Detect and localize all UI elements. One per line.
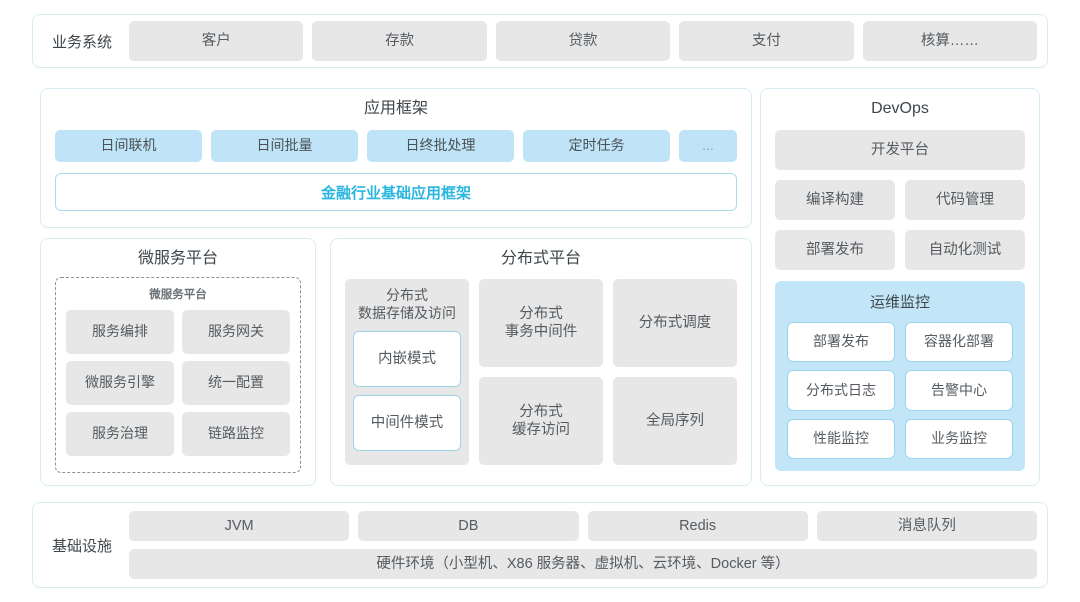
distributed-cache-access-line1: 分布式 [519, 403, 563, 420]
devops-item-compile-build[interactable]: 编译构建 [775, 180, 895, 220]
infrastructure-item-message-queue[interactable]: 消息队列 [816, 511, 1037, 541]
distributed-platform-grid: 分布式 数据存储及访问 内嵌模式 中间件模式 分布式 事务中间件 [345, 279, 737, 465]
infrastructure-item-jvm[interactable]: JVM [129, 511, 350, 541]
business-systems-label: 业务系统 [51, 33, 112, 51]
ops-item-alert-center[interactable]: 告警中心 [905, 370, 1013, 411]
ops-monitoring-title: 运维监控 [869, 294, 930, 311]
distributed-platform-title: 分布式平台 [500, 250, 581, 267]
storage-mode-middleware[interactable]: 中间件模式 [353, 394, 461, 451]
infrastructure-item-redis[interactable]: Redis [587, 511, 808, 541]
devops-development-platform[interactable]: 开发平台 [775, 130, 1025, 170]
microservice-platform-inner-title: 微服务平台 [149, 289, 207, 301]
business-system-customer[interactable]: 客户 [129, 21, 304, 61]
left-column: 应用框架 日间联机 日间批量 日终批处理 定时任务 ... 金融行业基础应用框架… [40, 88, 752, 486]
middle-layer: 应用框架 日间联机 日间批量 日终批处理 定时任务 ... 金融行业基础应用框架… [32, 88, 1048, 486]
ops-item-business-monitor[interactable]: 业务监控 [905, 418, 1013, 459]
infrastructure-panel: 基础设施 JVM DB Redis 消息队列 硬件环境（小型机、X86 服务器、… [32, 502, 1048, 588]
distributed-cache-access-line2: 缓存访问 [512, 422, 570, 438]
devops-panel: DevOps 开发平台 编译构建 代码管理 部署发布 自动化测试 运维监控 部署… [760, 88, 1040, 486]
infrastructure-label: 基础设施 [51, 537, 112, 555]
infrastructure-tiles: JVM DB Redis 消息队列 [129, 511, 1037, 541]
devops-item-deploy-release[interactable]: 部署发布 [775, 230, 895, 270]
distributed-data-storage-title: 分布式 数据存储及访问 [353, 287, 461, 323]
devops-grid: 编译构建 代码管理 部署发布 自动化测试 [775, 180, 1025, 270]
app-framework-item-scheduled-task[interactable]: 定时任务 [523, 130, 670, 162]
infrastructure-item-db[interactable]: DB [358, 511, 579, 541]
microservice-item-unified-config[interactable]: 统一配置 [182, 361, 290, 405]
devops-item-code-management[interactable]: 代码管理 [905, 180, 1025, 220]
microservice-item-service-orchestration[interactable]: 服务编排 [66, 310, 174, 354]
microservice-item-tracing-monitor[interactable]: 链路监控 [182, 412, 290, 456]
distributed-platform-column-3: 分布式调度 全局序列 [613, 279, 737, 465]
distributed-transaction-middleware-line2: 事务中间件 [504, 324, 578, 340]
storage-mode-embedded[interactable]: 内嵌模式 [353, 330, 461, 387]
ops-item-distributed-log[interactable]: 分布式日志 [787, 370, 895, 411]
app-framework-item-daytime-batch[interactable]: 日间批量 [211, 130, 358, 162]
ops-item-deploy-release[interactable]: 部署发布 [787, 322, 895, 363]
ops-monitoring-grid: 部署发布 容器化部署 分布式日志 告警中心 性能监控 业务监控 [787, 322, 1013, 459]
distributed-transaction-middleware-line1: 分布式 [519, 305, 563, 322]
microservice-item-service-governance[interactable]: 服务治理 [66, 412, 174, 456]
financial-industry-foundation-framework[interactable]: 金融行业基础应用框架 [55, 173, 737, 211]
ops-monitoring-panel: 运维监控 部署发布 容器化部署 分布式日志 告警中心 性能监控 业务监控 [775, 281, 1025, 471]
business-system-deposit[interactable]: 存款 [312, 21, 487, 61]
microservice-platform-title: 微服务平台 [137, 250, 218, 267]
infrastructure-hardware-environment[interactable]: 硬件环境（小型机、X86 服务器、虚拟机、云环境、Docker 等） [129, 549, 1037, 579]
distributed-platform-panel: 分布式平台 分布式 数据存储及访问 内嵌模式 中间件模式 分布式 [330, 238, 752, 486]
application-framework-panel: 应用框架 日间联机 日间批量 日终批处理 定时任务 ... 金融行业基础应用框架 [40, 88, 752, 228]
business-systems-panel: 业务系统 客户 存款 贷款 支付 核算…… [32, 14, 1048, 68]
microservice-platform-grid: 服务编排 服务网关 微服务引擎 统一配置 服务治理 链路监控 [66, 310, 290, 456]
devops-item-automated-testing[interactable]: 自动化测试 [905, 230, 1025, 270]
distributed-cache-access[interactable]: 分布式 缓存访问 [479, 377, 603, 465]
app-framework-item-daytime-online[interactable]: 日间联机 [55, 130, 202, 162]
application-framework-title: 应用框架 [363, 100, 428, 117]
ops-item-performance-monitor[interactable]: 性能监控 [787, 418, 895, 459]
distributed-transaction-middleware[interactable]: 分布式 事务中间件 [479, 279, 603, 367]
application-framework-tiles: 日间联机 日间批量 日终批处理 定时任务 ... [55, 130, 737, 162]
microservice-item-service-gateway[interactable]: 服务网关 [182, 310, 290, 354]
distributed-data-storage-title-line1: 分布式 [386, 287, 428, 303]
distributed-platform-column-2: 分布式 事务中间件 分布式 缓存访问 [479, 279, 603, 465]
app-framework-item-more[interactable]: ... [679, 130, 737, 162]
distributed-scheduling[interactable]: 分布式调度 [613, 279, 737, 367]
business-system-accounting[interactable]: 核算…… [862, 21, 1038, 61]
microservice-platform-inner-box: 微服务平台 服务编排 服务网关 微服务引擎 统一配置 服务治理 链路监控 [55, 277, 301, 473]
business-system-loan[interactable]: 贷款 [495, 21, 671, 61]
distributed-data-storage-group[interactable]: 分布式 数据存储及访问 内嵌模式 中间件模式 [345, 279, 469, 465]
infrastructure-content: JVM DB Redis 消息队列 硬件环境（小型机、X86 服务器、虚拟机、云… [129, 511, 1037, 579]
business-system-payment[interactable]: 支付 [679, 21, 854, 61]
app-framework-item-eod-batch[interactable]: 日终批处理 [367, 130, 514, 162]
distributed-data-storage-title-line2: 数据存储及访问 [358, 304, 456, 321]
ops-item-containerized-deploy[interactable]: 容器化部署 [905, 322, 1013, 363]
global-sequence[interactable]: 全局序列 [613, 377, 737, 465]
business-systems-tiles: 客户 存款 贷款 支付 核算…… [129, 21, 1038, 61]
microservice-platform-panel: 微服务平台 微服务平台 服务编排 服务网关 微服务引擎 统一配置 服务治理 链路… [40, 238, 316, 486]
microservice-item-microservice-engine[interactable]: 微服务引擎 [66, 361, 174, 405]
devops-title: DevOps [871, 100, 929, 117]
